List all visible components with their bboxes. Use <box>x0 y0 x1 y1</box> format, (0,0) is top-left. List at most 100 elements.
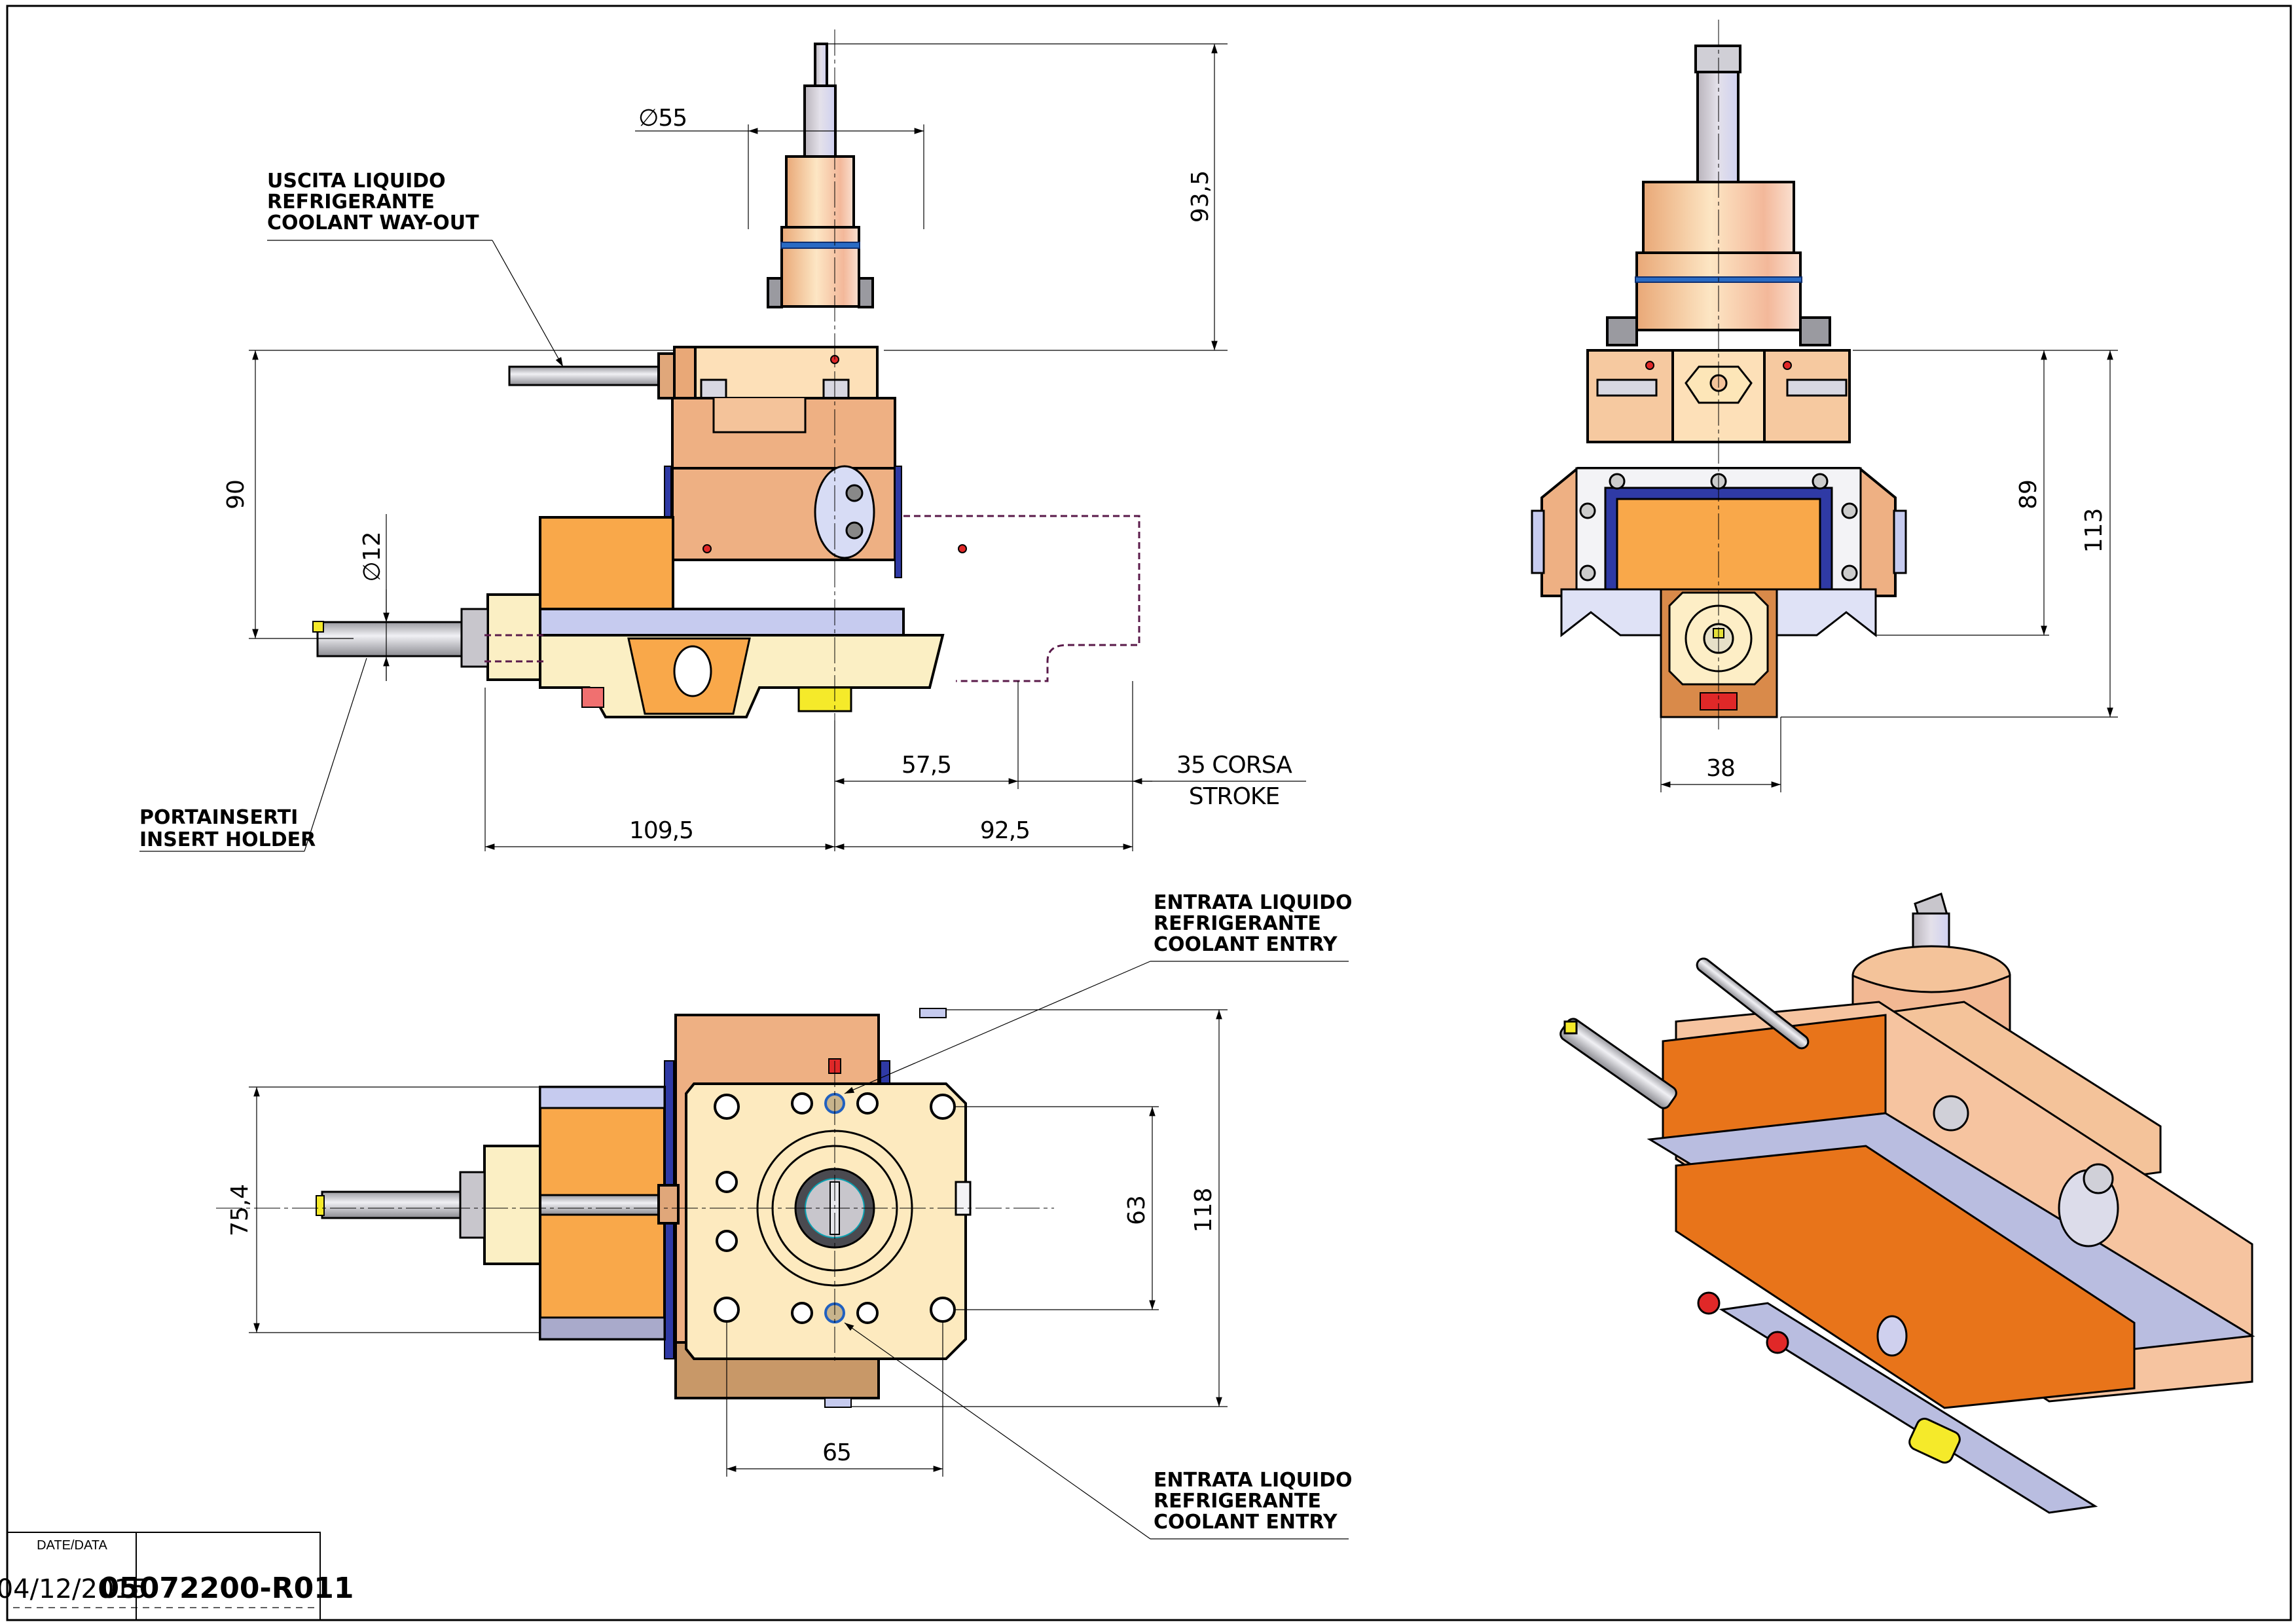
front-view <box>312 29 1140 796</box>
insert <box>316 1195 325 1216</box>
holder-bar <box>321 1190 462 1219</box>
drive-key <box>1694 45 1741 73</box>
holder-nut <box>483 1145 541 1265</box>
insert-holder-bar <box>316 621 463 657</box>
holder-collet <box>459 1171 486 1239</box>
screw <box>1841 564 1858 581</box>
dim-57-5: 57,5 <box>902 752 951 779</box>
lavender-bottom <box>539 1316 666 1340</box>
stud-right <box>858 277 874 308</box>
iso-red-plug <box>1766 1331 1789 1354</box>
shank-tip <box>814 43 828 87</box>
drawing-code: 05072200-R011 <box>100 1572 354 1605</box>
svg-text:INSERT HOLDER: INSERT HOLDER <box>139 828 316 851</box>
iso-nut <box>2083 1163 2114 1194</box>
red-plug <box>1645 361 1654 370</box>
top-dimensions: 75,4 63 118 65 <box>227 1009 1228 1477</box>
insert-holder-collet <box>460 608 489 668</box>
mid-block <box>671 397 896 473</box>
isometric-view <box>1559 893 2255 1514</box>
annotation-insert-holder: PORTAINSERTI INSERT HOLDER <box>139 657 367 852</box>
nut-right <box>1786 378 1848 397</box>
cap-screw-2 <box>845 521 864 540</box>
svg-text:ENTRATA LIQUIDO: ENTRATA LIQUIDO <box>1154 1469 1353 1492</box>
dim-diameter-55: ∅55 <box>638 105 687 132</box>
guide-right <box>1773 588 1877 638</box>
upper-cylinder <box>785 155 855 229</box>
iso-yellow-key <box>1908 1417 1961 1464</box>
svg-text:REFRIGERANTE: REFRIGERANTE <box>267 191 435 213</box>
annotation-coolant-entry-bottom: ENTRATA LIQUIDO REFRIGERANTE COOLANT ENT… <box>844 1322 1353 1540</box>
side-view <box>1531 20 1907 730</box>
collar <box>780 226 860 308</box>
iso-coolant-pipe <box>1696 957 1810 1050</box>
dim-stroke-label: STROKE <box>1189 783 1280 810</box>
side-dimensions: 89 113 38 <box>1660 350 2118 792</box>
iso-red-plug <box>1697 1291 1721 1315</box>
coolant-hole <box>673 645 712 697</box>
svg-text:COOLANT ENTRY: COOLANT ENTRY <box>1154 933 1338 956</box>
iso-lower-block <box>1675 1145 2136 1409</box>
nut-left <box>700 378 727 399</box>
top-view <box>216 1008 1054 1408</box>
iso-coolant-hole <box>1876 1315 1908 1357</box>
cap-screw-1 <box>845 484 864 502</box>
dim-118: 118 <box>1190 1188 1217 1233</box>
red-plug <box>958 544 967 553</box>
dim-stroke-35: 35 CORSA <box>1176 752 1292 779</box>
shank <box>1696 71 1740 183</box>
shank <box>803 84 837 158</box>
dim-113: 113 <box>2081 508 2107 553</box>
screw <box>1609 473 1626 490</box>
svg-text:COOLANT ENTRY: COOLANT ENTRY <box>1154 1511 1338 1534</box>
red-plug <box>1783 361 1792 370</box>
screw <box>1812 473 1829 490</box>
iso-nut <box>1933 1095 1969 1132</box>
coolant-fitting <box>657 1184 680 1225</box>
dim-38: 38 <box>1706 755 1735 782</box>
sheet-border <box>6 5 2292 1621</box>
front-dimensions: ∅55 93,5 90 ∅12 57,5 35 CORSA STROKE 109… <box>223 43 1306 851</box>
o-ring <box>780 242 860 249</box>
side-roller-left <box>1531 509 1545 574</box>
svg-text:ENTRATA LIQUIDO: ENTRATA LIQUIDO <box>1154 891 1353 914</box>
dim-109-5: 109,5 <box>629 817 693 844</box>
iso-insert <box>1563 1020 1578 1035</box>
svg-text:COOLANT WAY-OUT: COOLANT WAY-OUT <box>267 212 479 234</box>
cover-disc <box>814 465 875 559</box>
side-pin-bottom <box>824 1397 852 1408</box>
red-plug-block <box>581 687 604 708</box>
guide-left <box>1560 588 1664 638</box>
coolant-out-fitting <box>657 352 676 399</box>
dim-diameter-12: ∅12 <box>359 531 386 581</box>
side-roller-right <box>1893 509 1907 574</box>
title-block: DATE/DATA 04/12/2015 05072200-R011 <box>0 1532 354 1621</box>
annotation-coolant-entry-top: ENTRATA LIQUIDO REFRIGERANTE COOLANT ENT… <box>844 891 1353 1094</box>
coolant-out-pipe <box>508 365 660 386</box>
svg-text:USCITA LIQUIDO: USCITA LIQUIDO <box>267 170 446 193</box>
screw <box>1579 564 1596 581</box>
annotation-coolant-out: USCITA LIQUIDO REFRIGERANTE COOLANT WAY-… <box>267 170 564 367</box>
dim-89: 89 <box>2015 479 2042 509</box>
dim-63: 63 <box>1123 1195 1150 1225</box>
svg-text:REFRIGERANTE: REFRIGERANTE <box>1154 912 1321 935</box>
cutting-insert <box>312 621 324 633</box>
stud-left <box>767 277 783 308</box>
lavender-top <box>539 1086 666 1109</box>
screw <box>1841 502 1858 519</box>
svg-text:REFRIGERANTE: REFRIGERANTE <box>1154 1490 1321 1513</box>
key-slot <box>955 1181 972 1216</box>
screw <box>1579 502 1596 519</box>
dim-65: 65 <box>822 1439 851 1466</box>
yellow-key <box>797 686 852 712</box>
date-value: 04/12/2015 <box>0 1574 147 1604</box>
date-label: DATE/DATA <box>37 1538 107 1553</box>
dim-height-93-5: 93,5 <box>1187 170 1214 223</box>
dim-height-90: 90 <box>223 479 249 509</box>
orange-side-block <box>539 516 674 610</box>
nut-right <box>822 378 850 399</box>
nut-left <box>1596 378 1658 397</box>
title-block-frame <box>7 1532 321 1621</box>
dim-92-5: 92,5 <box>980 817 1030 844</box>
